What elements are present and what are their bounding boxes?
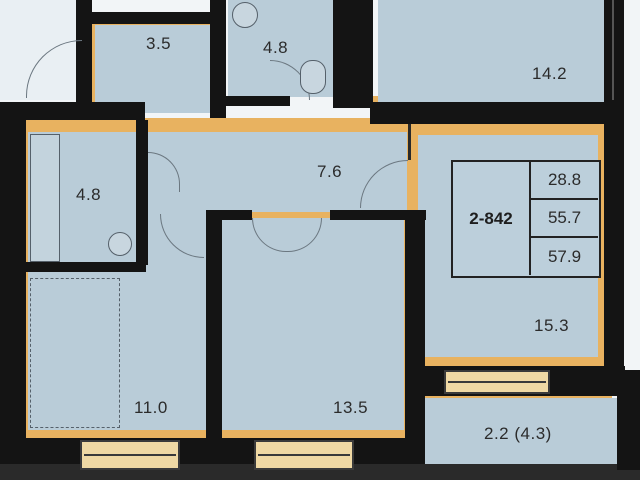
- window-bottom-left: [80, 440, 180, 470]
- wall-top-bath-top: [76, 12, 221, 24]
- bathtub-fixture: [30, 134, 60, 262]
- wall-top-left-horizontal: [0, 102, 145, 120]
- wall-bath-left-right: [136, 120, 148, 265]
- wall-mid-left-top: [206, 210, 252, 220]
- wall-bath-right: [210, 0, 226, 118]
- label-bathroom-top: 3.5: [146, 34, 172, 53]
- wall-left-outer-2: [12, 120, 26, 450]
- wall-bath-left-bottom: [20, 262, 146, 272]
- label-balcony: 2.2 (4.3): [484, 424, 552, 443]
- room-top-right: [378, 0, 606, 102]
- apartment-total-area-with-balcony: 57.9: [547, 247, 582, 266]
- label-kitchen-right: 15.3: [534, 316, 570, 335]
- apartment-code: 2-842: [453, 162, 531, 275]
- window-kitchen: [444, 370, 550, 394]
- wall-mid-horizontal: [370, 102, 620, 124]
- washbasin-fixture: [108, 232, 132, 256]
- stair-fixture: [30, 278, 120, 428]
- room-bottom-mid: [222, 218, 404, 430]
- toilet-fixture: [300, 60, 326, 94]
- label-room-top-right: 14.2: [532, 64, 568, 83]
- wall-wc-bottom: [210, 96, 290, 106]
- wall-bottom: [0, 438, 425, 468]
- label-room-bottom-left: 11.0: [134, 398, 168, 417]
- room-bathroom-top: [95, 25, 213, 113]
- wall-mid-right-top: [330, 210, 426, 220]
- window-bottom-mid: [254, 440, 354, 470]
- label-wc-top: 4.8: [263, 38, 289, 57]
- label-room-bottom-mid: 13.5: [333, 398, 369, 417]
- wall-mid-left-vertical: [206, 210, 222, 450]
- wall-balcony-right: [617, 370, 640, 470]
- wall-right-outer: [604, 0, 624, 380]
- label-bathroom-left: 4.8: [76, 185, 102, 204]
- label-hall: 7.6: [317, 162, 343, 181]
- wall-wc-right: [333, 0, 373, 108]
- apartment-info-box: 2-842 28.8 55.7 57.9: [451, 160, 601, 278]
- apartment-total-area: 55.7: [531, 200, 598, 238]
- room-balcony: [425, 398, 617, 464]
- wall-mid-right-vertical: [405, 210, 425, 450]
- apartment-living-area: 28.8: [531, 162, 598, 200]
- partition-top-right-1: [612, 0, 614, 100]
- partition-hall-kitchen: [408, 124, 411, 160]
- sink-fixture: [232, 2, 258, 28]
- room-bottom-left: [28, 270, 206, 430]
